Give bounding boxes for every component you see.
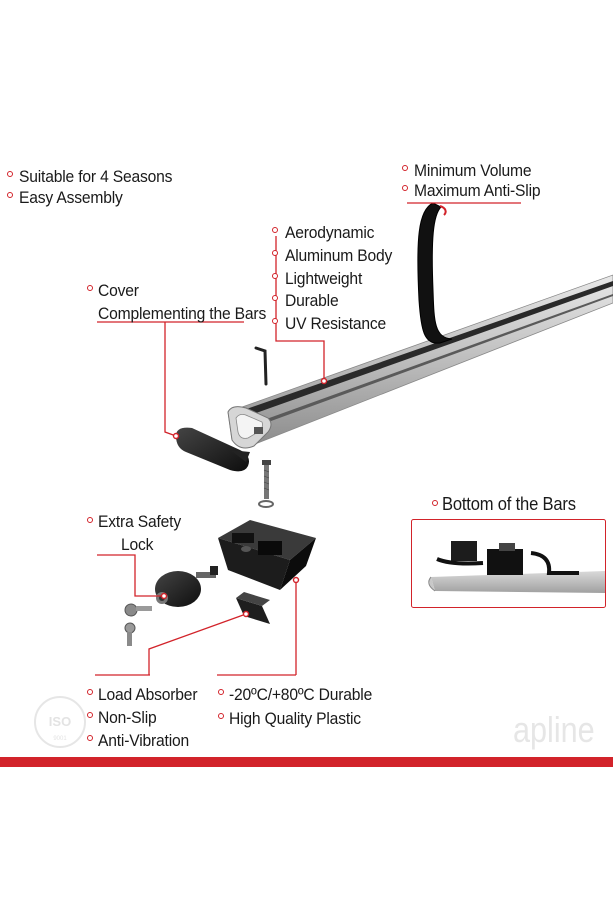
- bullet-icon: [402, 185, 408, 191]
- feature-safety: Extra Safety: [98, 512, 181, 531]
- bullet-icon: [272, 273, 278, 279]
- bullet-icon: [87, 689, 93, 695]
- feature-assembly: Easy Assembly: [19, 188, 123, 207]
- bottom-of-bars-inset: [411, 519, 606, 608]
- feature-complementing: Complementing the Bars: [98, 304, 267, 323]
- bullet-icon: [87, 285, 93, 291]
- feature-anti-vibration: Anti-Vibration: [98, 731, 190, 750]
- feature-non-slip: Non-Slip: [98, 708, 157, 727]
- bullet-icon: [432, 500, 438, 506]
- washer-icon: [258, 500, 274, 508]
- feature-load-absorber: Load Absorber: [98, 685, 198, 704]
- iso-year: 9001: [53, 736, 67, 742]
- feature-min-volume: Minimum Volume: [414, 161, 532, 180]
- feature-plastic: High Quality Plastic: [229, 709, 361, 728]
- cover-part: [176, 427, 250, 472]
- accent-footer-bar: [0, 757, 613, 767]
- load-absorber-part: [236, 592, 270, 624]
- brand-watermark: apline: [513, 709, 595, 750]
- iso-text: ISO: [49, 714, 71, 729]
- feature-durable: Durable: [285, 291, 339, 310]
- feature-anti-slip: Maximum Anti-Slip: [414, 181, 541, 200]
- roof-bar: [227, 274, 613, 449]
- feature-cover: Cover: [98, 281, 139, 300]
- bullet-icon: [272, 250, 278, 256]
- bullet-icon: [7, 192, 13, 198]
- bullet-icon: [7, 171, 13, 177]
- key-icon: [124, 603, 152, 646]
- feature-lock: Lock: [121, 535, 154, 554]
- bullet-icon: [87, 712, 93, 718]
- feature-aerodynamic: Aerodynamic: [285, 223, 375, 242]
- bullet-icon: [87, 517, 93, 523]
- bolt-icon: [262, 460, 271, 499]
- feature-temperature: -20ºC/+80ºC Durable: [229, 685, 373, 704]
- feature-lightweight: Lightweight: [285, 269, 363, 288]
- foot-block: [218, 520, 316, 590]
- bullet-icon: [272, 295, 278, 301]
- iso-badge-icon: ISO 9001: [34, 696, 86, 748]
- hex-key-icon: [254, 346, 268, 386]
- rubber-strip: [417, 202, 453, 344]
- feature-uv: UV Resistance: [285, 314, 387, 333]
- bullet-icon: [272, 318, 278, 324]
- inset-title: Bottom of the Bars: [442, 494, 576, 514]
- bullet-icon: [87, 735, 93, 741]
- bullet-icon: [272, 227, 278, 233]
- lock-part: [155, 566, 218, 607]
- bullet-icon: [218, 689, 224, 695]
- bullet-icon: [218, 713, 224, 719]
- feature-seasons: Suitable for 4 Seasons: [19, 167, 173, 186]
- bullet-icon: [402, 165, 408, 171]
- feature-aluminum: Aluminum Body: [285, 246, 393, 265]
